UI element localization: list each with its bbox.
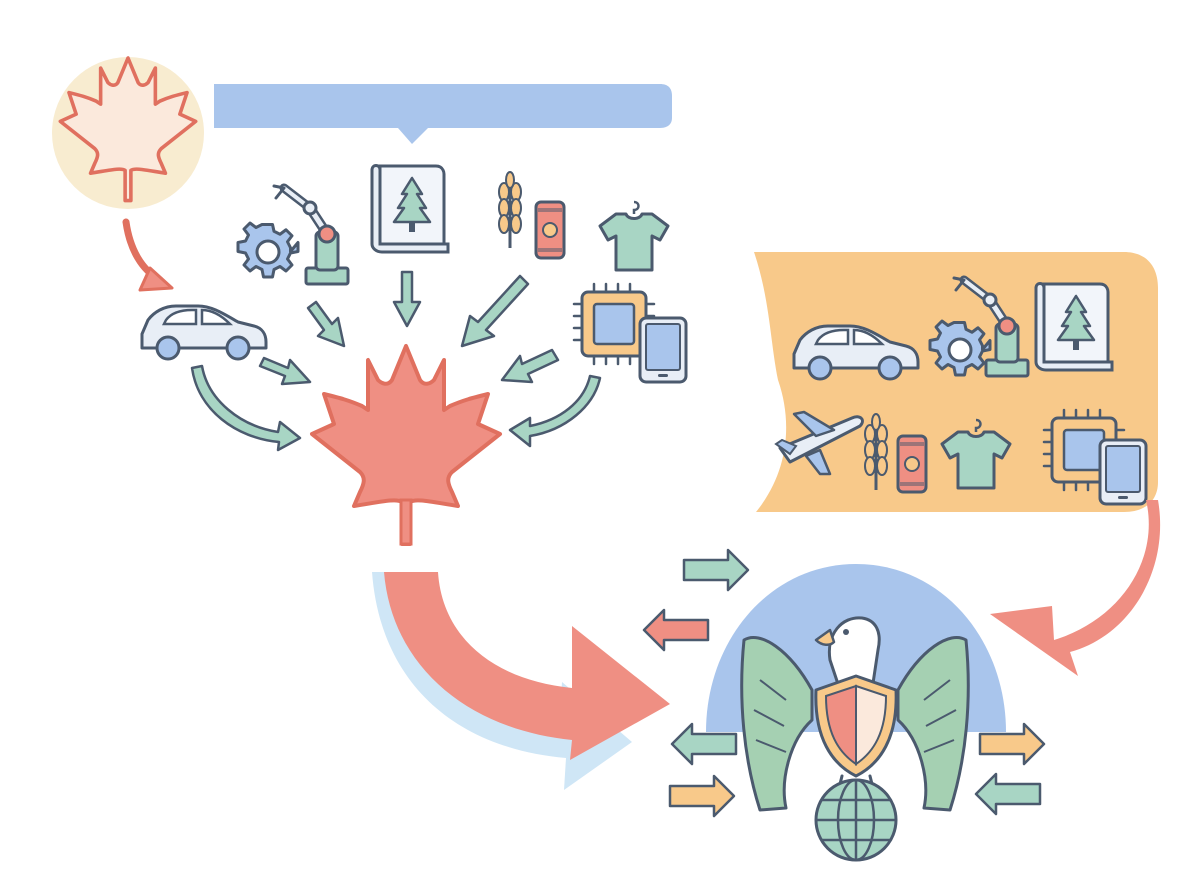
canada-badge: [52, 56, 204, 209]
arrow-left-icon: [974, 772, 1042, 816]
us-hub: [706, 564, 1006, 862]
export-panel: [754, 252, 1158, 512]
inflow-arrows: [190, 270, 602, 452]
input-sectors: [140, 164, 688, 384]
wheat-icon: [497, 170, 523, 250]
arrow-right-icon: [668, 774, 736, 818]
soda-can-icon: [896, 434, 928, 494]
lumber-scroll-icon: [370, 164, 450, 254]
badge-to-car-arrow: [122, 218, 174, 292]
arrow-left-icon: [642, 608, 710, 652]
gear-icon: [928, 319, 992, 377]
car-icon: [140, 304, 268, 361]
canada-to-us-flow: [372, 572, 670, 790]
soda-can-icon: [534, 200, 566, 260]
gear-icon: [236, 221, 300, 279]
tablet-icon: [638, 316, 688, 384]
eagle-shield-icon: [740, 616, 970, 812]
export-to-us-arrow: [990, 500, 1161, 676]
tshirt-icon: [598, 200, 670, 272]
canada-hub: [310, 344, 502, 546]
tablet-icon: [1098, 438, 1148, 506]
lumber-scroll-icon: [1034, 282, 1114, 372]
callout-banner: [214, 84, 672, 144]
globe-icon: [814, 778, 898, 862]
arrow-right-icon: [682, 548, 750, 592]
